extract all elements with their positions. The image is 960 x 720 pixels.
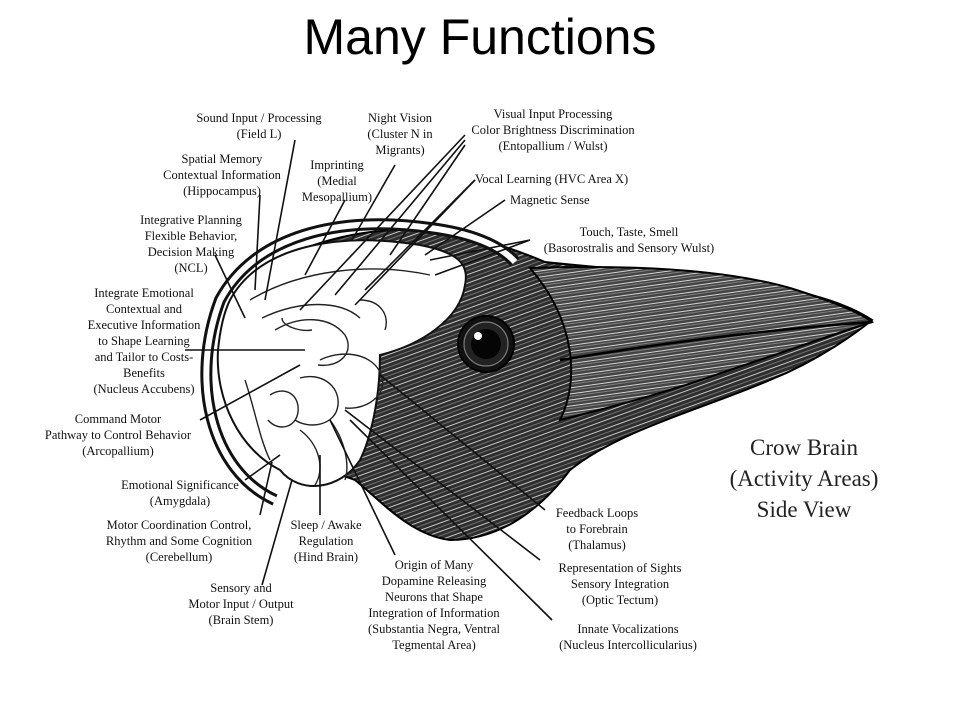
beak-mouth-line bbox=[559, 320, 873, 362]
label-line: Integrate Emotional bbox=[94, 286, 194, 300]
label-line: Migrants) bbox=[375, 143, 425, 157]
label-line: Sleep / Awake bbox=[290, 518, 362, 532]
label-nucleus-intercollicularis: Innate Vocalizations (Nucleus Intercolli… bbox=[546, 621, 710, 653]
label-line: (Nucleus Accubens) bbox=[93, 382, 195, 396]
label-line: Representation of Sights bbox=[558, 561, 682, 575]
label-line: (Substantia Negra, Ventral bbox=[367, 622, 501, 636]
label-line: Regulation bbox=[298, 534, 354, 548]
label-arcopallium: Command Motor Pathway to Control Behavio… bbox=[30, 411, 206, 459]
label-line: Origin of Many bbox=[394, 558, 474, 572]
label-line: (Medial bbox=[317, 174, 357, 188]
label-sound-input: Sound Input / Processing (Field L) bbox=[186, 110, 332, 142]
label-line: (Hippocampus) bbox=[183, 184, 261, 198]
label-line: Night Vision bbox=[368, 111, 432, 125]
label-line: Magnetic Sense bbox=[510, 193, 590, 207]
label-line: Contextual Information bbox=[163, 168, 281, 182]
caption-line: Side View bbox=[756, 497, 852, 522]
label-spatial-memory: Spatial Memory Contextual Information (H… bbox=[150, 151, 294, 199]
label-line: Integrative Planning bbox=[140, 213, 242, 227]
label-line: Rhythm and Some Cognition bbox=[105, 534, 253, 548]
label-line: Mesopallium) bbox=[301, 190, 373, 204]
label-hind-brain: Sleep / Awake Regulation (Hind Brain) bbox=[278, 517, 374, 565]
label-cerebellum: Motor Coordination Control, Rhythm and S… bbox=[84, 517, 274, 565]
label-line: (Arcopallium) bbox=[82, 444, 154, 458]
leader-lines bbox=[185, 134, 553, 621]
label-line: Decision Making bbox=[147, 245, 235, 259]
label-line: (Thalamus) bbox=[568, 538, 626, 552]
label-line: (Brain Stem) bbox=[208, 613, 274, 627]
label-touch-taste-smell: Touch, Taste, Smell (Basorostralis and S… bbox=[530, 224, 728, 256]
label-line: Motor Input / Output bbox=[188, 597, 294, 611]
label-line: (Nucleus Intercollicularius) bbox=[559, 638, 697, 652]
label-line: Color Brightness Discrimination bbox=[471, 123, 635, 137]
label-line: to Shape Learning bbox=[98, 334, 190, 348]
label-line: Pathway to Control Behavior bbox=[44, 428, 192, 442]
caption-line: Crow Brain bbox=[750, 435, 858, 460]
label-line: Feedback Loops bbox=[555, 506, 639, 520]
label-line: (Field L) bbox=[236, 127, 282, 141]
label-line: to Forebrain bbox=[566, 522, 628, 536]
label-line: Contextual and bbox=[105, 302, 183, 316]
label-night-vision: Night Vision (Cluster N in Migrants) bbox=[352, 110, 448, 158]
label-optic-tectum: Representation of Sights Sensory Integra… bbox=[536, 560, 704, 608]
label-line: (NCL) bbox=[174, 261, 208, 275]
label-line: Sensory Integration bbox=[570, 577, 670, 591]
label-amygdala: Emotional Significance (Amygdala) bbox=[106, 477, 254, 509]
label-line: Sensory and bbox=[210, 581, 272, 595]
label-line: Vocal Learning (HVC Area X) bbox=[475, 172, 629, 186]
label-magnetic-sense: Magnetic Sense bbox=[510, 192, 590, 208]
label-imprinting: Imprinting (Medial Mesopallium) bbox=[294, 157, 380, 205]
label-thalamus: Feedback Loops to Forebrain (Thalamus) bbox=[542, 505, 652, 553]
label-line: (Amygdala) bbox=[149, 494, 211, 508]
label-line: Neurons that Shape bbox=[385, 590, 483, 604]
label-line: Executive Information bbox=[87, 318, 201, 332]
label-line: Command Motor bbox=[74, 412, 162, 426]
page-title: Many Functions bbox=[303, 9, 657, 65]
caption-line: (Activity Areas) bbox=[729, 466, 879, 491]
label-line: (Hind Brain) bbox=[293, 550, 359, 564]
label-line: Sound Input / Processing bbox=[196, 111, 322, 125]
label-line: Imprinting bbox=[310, 158, 364, 172]
label-line: (Optic Tectum) bbox=[581, 593, 659, 607]
label-line: Dopamine Releasing bbox=[381, 574, 487, 588]
label-integrative-planning: Integrative Planning Flexible Behavior, … bbox=[126, 212, 256, 276]
label-line: Benefits bbox=[123, 366, 165, 380]
label-line: Spatial Memory bbox=[181, 152, 263, 166]
label-line: Innate Vocalizations bbox=[577, 622, 679, 636]
label-line: Integration of Information bbox=[368, 606, 500, 620]
label-line: Tegmental Area) bbox=[392, 638, 476, 652]
crow-beak bbox=[527, 266, 875, 422]
label-visual-input: Visual Input Processing Color Brightness… bbox=[455, 106, 651, 154]
label-line: Flexible Behavior, bbox=[144, 229, 238, 243]
label-line: (Entopallium / Wulst) bbox=[498, 139, 608, 153]
label-line: (Basorostralis and Sensory Wulst) bbox=[543, 241, 715, 255]
label-line: (Cerebellum) bbox=[145, 550, 213, 564]
label-vocal-learning: Vocal Learning (HVC Area X) bbox=[475, 171, 628, 187]
label-line: Motor Coordination Control, bbox=[106, 518, 252, 532]
diagram-caption: Crow Brain (Activity Areas) Side View bbox=[712, 432, 896, 525]
label-line: (Cluster N in bbox=[367, 127, 433, 141]
label-line: Visual Input Processing bbox=[493, 107, 613, 121]
label-line: and Tailor to Costs- bbox=[94, 350, 194, 364]
label-line: Touch, Taste, Smell bbox=[579, 225, 679, 239]
label-substantia-nigra: Origin of Many Dopamine Releasing Neuron… bbox=[346, 557, 522, 653]
label-nucleus-accumbens: Integrate Emotional Contextual and Execu… bbox=[64, 285, 224, 397]
label-brain-stem: Sensory and Motor Input / Output (Brain … bbox=[164, 580, 318, 628]
label-line: Emotional Significance bbox=[121, 478, 239, 492]
